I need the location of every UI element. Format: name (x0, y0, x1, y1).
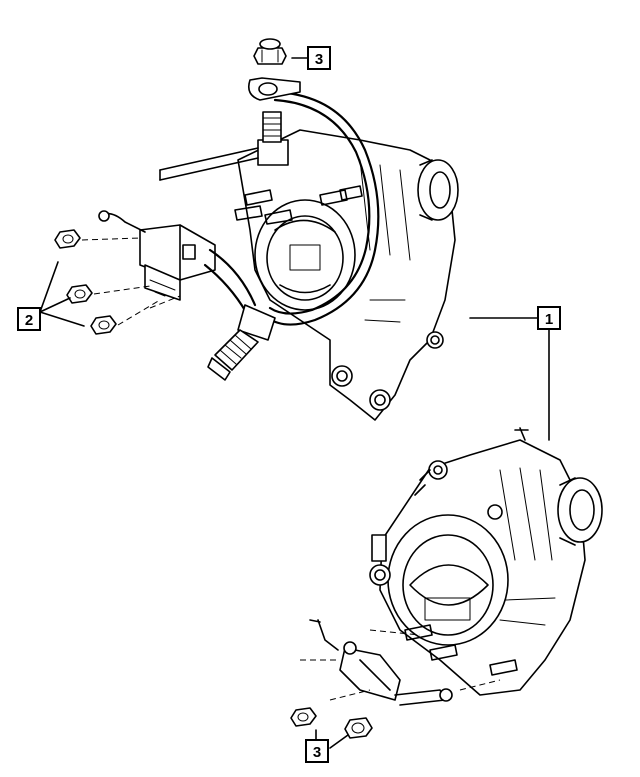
nut-icon (344, 717, 373, 739)
bottom-nuts (290, 707, 373, 739)
terminal-nut-icon (253, 38, 287, 65)
nut-icon (54, 229, 81, 249)
upper-alternator-illustration (159, 111, 459, 421)
nut-icon (66, 284, 93, 304)
callout-2: 2 (17, 307, 41, 331)
callout-label: 1 (545, 311, 553, 328)
callout-label: 2 (25, 312, 33, 329)
wire-harness (207, 304, 276, 381)
callout-3-bottom: 3 (305, 739, 329, 763)
callout-label: 3 (315, 51, 323, 68)
leader-lines (39, 57, 550, 749)
callout-3-top: 3 (307, 46, 331, 70)
side-nuts (54, 229, 181, 335)
lower-alternator-illustration (369, 427, 603, 696)
callout-label: 3 (313, 744, 321, 761)
lower-connector (300, 619, 501, 706)
nut-icon (90, 315, 117, 335)
battery-cable (247, 77, 380, 326)
callout-1: 1 (537, 306, 561, 330)
connector-block (98, 210, 257, 314)
nut-icon (290, 707, 317, 727)
